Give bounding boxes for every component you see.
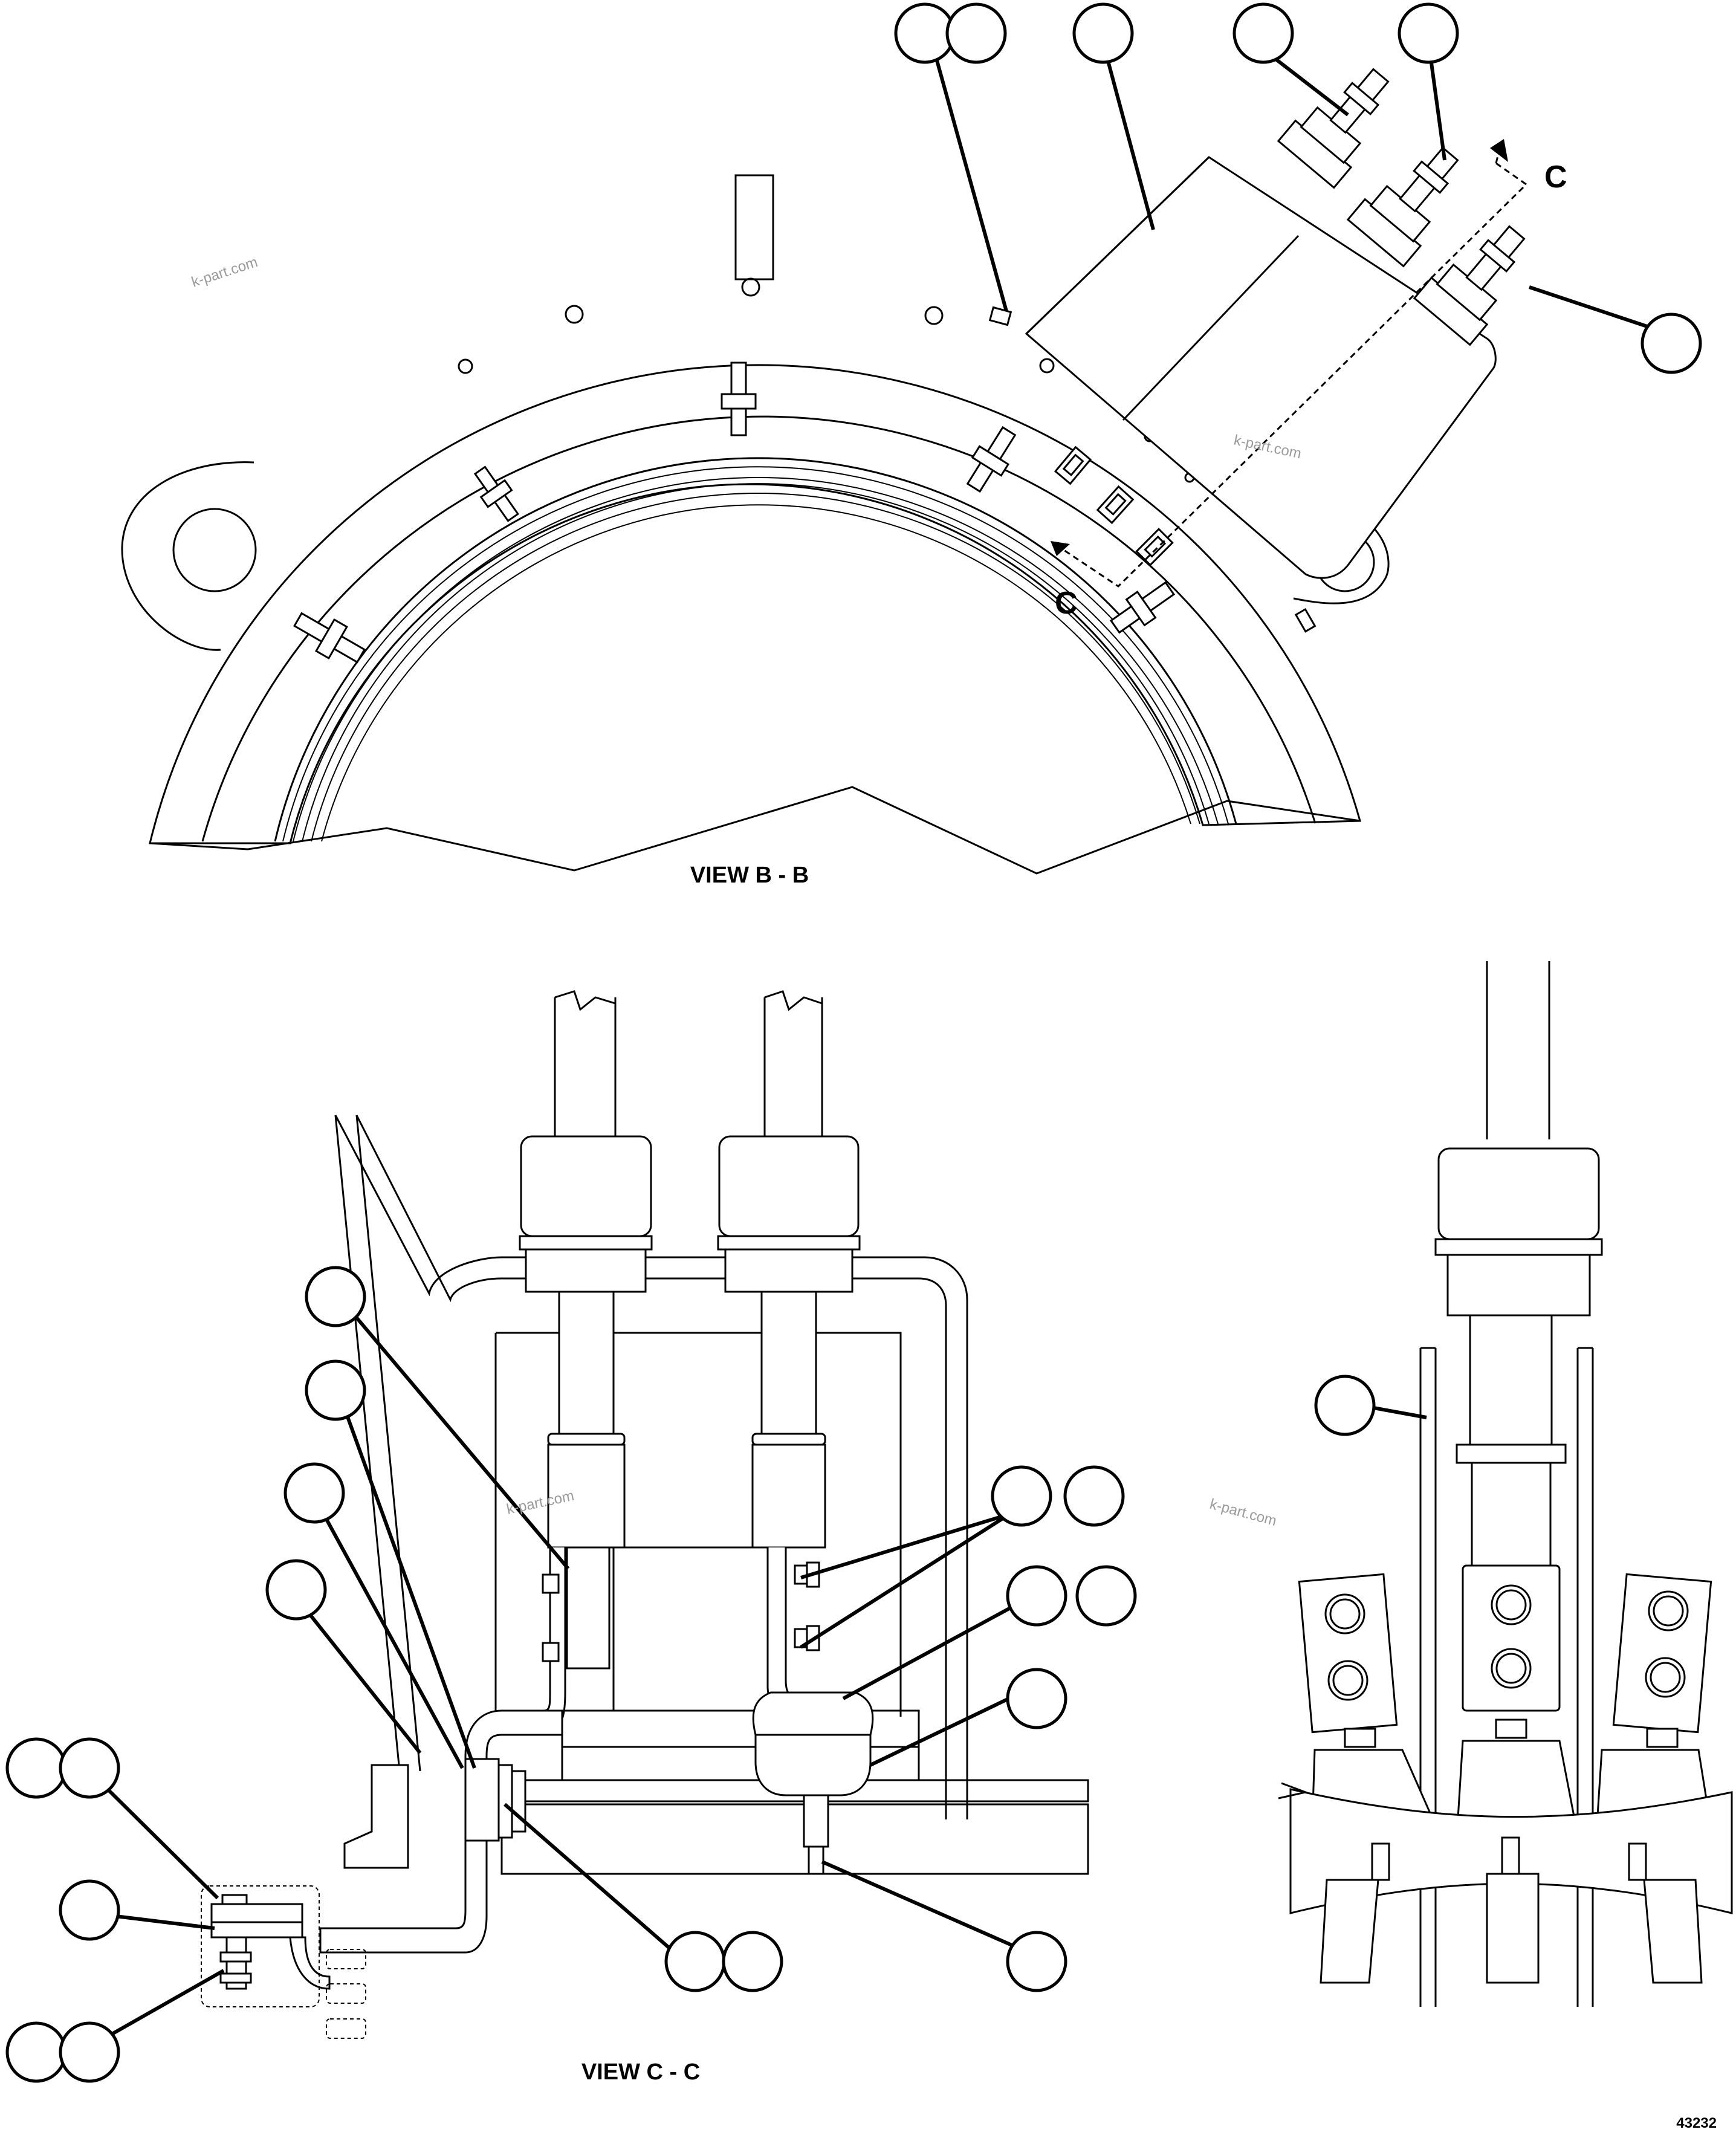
left-lifting-lug xyxy=(121,461,257,651)
callout-bubble xyxy=(1072,2,1134,64)
callout-bubble xyxy=(305,1359,366,1421)
callout-bubble xyxy=(305,1266,366,1327)
figure-number: 43232 xyxy=(1676,2115,1717,2131)
section-cut-line-cc: C C xyxy=(1051,139,1567,621)
callout-bubble xyxy=(1063,1465,1125,1527)
callout-bubble xyxy=(722,1931,783,1992)
terminal-box xyxy=(1025,156,1497,579)
flange-bolt-holes xyxy=(458,277,1195,483)
watermark: k-part.com xyxy=(190,254,260,291)
callout-bubble xyxy=(1232,2,1294,64)
callout-bubble xyxy=(991,1465,1052,1527)
callout-bubble xyxy=(59,1737,120,1799)
coil-clamps xyxy=(293,361,1176,664)
callout-bubble xyxy=(5,1737,67,1799)
view-cc-side xyxy=(1278,961,1733,2007)
cable-glands-bb xyxy=(1277,68,1526,346)
watermark: k-part.com xyxy=(1208,1496,1278,1529)
section-label-upper: C xyxy=(1544,160,1567,195)
callout-bubble xyxy=(1314,1375,1376,1436)
callout-bubble xyxy=(283,1462,345,1524)
view-cc-assembly xyxy=(89,990,1089,2048)
view-cc-caption: VIEW C - C xyxy=(581,2059,700,2085)
view-bb-caption: VIEW B - B xyxy=(690,863,809,888)
callout-bubble xyxy=(59,1879,120,1941)
top-lifting-bar xyxy=(734,174,774,280)
callout-bubble xyxy=(265,1559,327,1621)
insulator-cc xyxy=(752,1691,874,1875)
callout-bubbles xyxy=(5,2,1702,2083)
callout-bubble xyxy=(894,2,956,64)
view-bb-break-line xyxy=(149,786,1361,875)
callout-bubble xyxy=(1006,1565,1067,1627)
cable-left-cc xyxy=(519,990,772,1730)
callout-bubble xyxy=(1006,1668,1067,1729)
housing-outer xyxy=(149,364,1361,844)
callout-bubble xyxy=(59,2021,120,2083)
callout-bubble xyxy=(5,2021,67,2083)
view-bb-leaders xyxy=(932,48,1648,328)
section-label-lower: C xyxy=(1055,586,1078,621)
callout-bubble xyxy=(945,2,1007,64)
callout-bubble xyxy=(1398,2,1459,64)
callout-bubble xyxy=(1075,1565,1137,1627)
callout-bubble xyxy=(1640,313,1702,374)
callout-bubble xyxy=(1006,1931,1067,1992)
callout-bubble xyxy=(664,1931,726,1992)
busbar-left-cc xyxy=(201,1709,563,2039)
